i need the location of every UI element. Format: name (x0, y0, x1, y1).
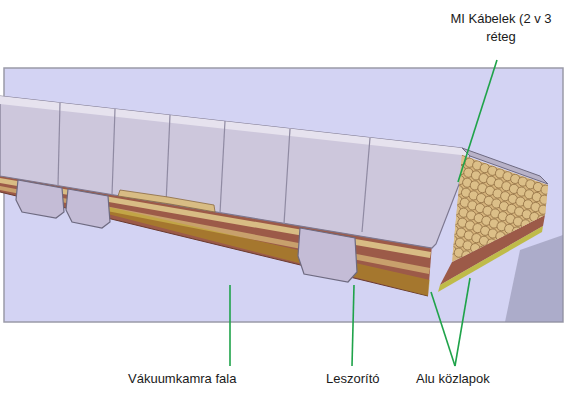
mi-cable-end (531, 265, 540, 274)
mi-cable-end (478, 246, 487, 255)
mi-cable-end (534, 245, 543, 254)
cable-label: MI Kábelek (2 v 3 réteg (440, 10, 562, 46)
wall-label: Vákuumkamra fala (128, 370, 268, 388)
leszorito-clamp (298, 228, 357, 282)
mi-cable-end (512, 227, 521, 236)
cable-bundle (452, 155, 548, 262)
mi-cable-end (509, 257, 518, 266)
mi-cable-end (543, 238, 552, 247)
clamp (16, 180, 357, 282)
mi-cable-end (541, 185, 550, 194)
mi-cable-end (530, 275, 539, 284)
mi-cable-end (541, 248, 550, 257)
mi-cable-end (539, 268, 548, 277)
mi-cable-end (547, 198, 556, 207)
mi-cable-end (544, 228, 553, 237)
mi-cable-end (523, 272, 532, 281)
layer-label: Alu közlapok (416, 370, 526, 388)
mi-cable-end (501, 254, 510, 263)
mi-cable-end (538, 278, 547, 287)
mi-cable-end (503, 234, 512, 243)
mi-cable-end (525, 252, 534, 261)
mi-cable-end (517, 250, 526, 259)
mi-cable-end (515, 270, 524, 279)
mi-cable-end (526, 242, 535, 251)
mi-cable-end (471, 244, 480, 253)
mi-cable-end (539, 205, 548, 214)
clamp-label: Leszorító (326, 370, 406, 388)
mi-cable-end (462, 251, 471, 260)
mi-cable-end (530, 212, 539, 221)
mi-cable-end (505, 224, 514, 233)
mi-cable-end (469, 254, 478, 263)
leader-line (230, 60, 497, 366)
mi-cable-end (524, 262, 533, 271)
mi-cable-end (546, 208, 555, 217)
mi-cable-end (500, 264, 509, 273)
mi-cable-end (492, 262, 501, 271)
mi-cable-end (540, 195, 549, 204)
mi-cable-end (545, 218, 554, 227)
alu-layer-end (440, 215, 545, 285)
mi-cable-end (496, 232, 505, 241)
mi-cable-end (535, 235, 544, 244)
mi-cable-end (540, 258, 549, 267)
mi-cable-end (516, 260, 525, 269)
mi-cable-end (487, 239, 496, 248)
mi-cable-end (521, 220, 530, 229)
mi-cable-end (507, 267, 516, 276)
mi-cable-end (549, 188, 558, 197)
mi-cable-end (533, 255, 542, 264)
mi-cable-end (537, 215, 546, 224)
cover-plate (0, 96, 470, 248)
